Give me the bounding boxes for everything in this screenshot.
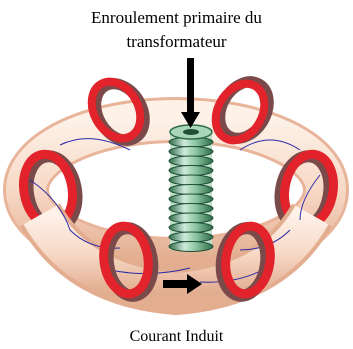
solenoid-disk (169, 194, 213, 204)
solenoid-disk (169, 204, 213, 214)
solenoid-disk (169, 213, 213, 223)
solenoid-disk (169, 223, 213, 233)
primary-solenoid (169, 125, 213, 252)
solenoid-disk (169, 156, 213, 166)
solenoid-disk (169, 185, 213, 195)
induced-current-label: Courant Induit (0, 327, 353, 347)
solenoid-disk (169, 232, 213, 242)
solenoid-disk (169, 166, 213, 176)
solenoid-disk (169, 175, 213, 185)
solenoid-disk (169, 147, 213, 157)
solenoid-disk (169, 242, 213, 252)
